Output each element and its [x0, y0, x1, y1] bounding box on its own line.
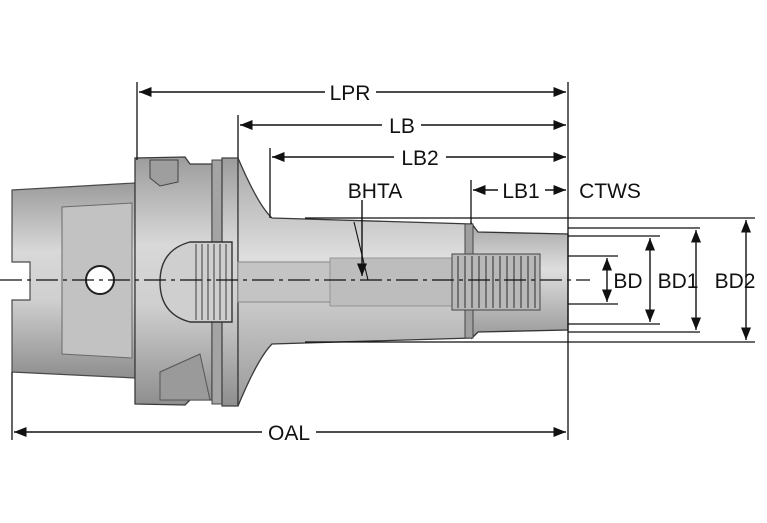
bd-label: BD [613, 270, 642, 293]
lpr-label: LPR [330, 82, 371, 105]
bhta-taper-line [353, 221, 369, 281]
flange-bevel [159, 353, 211, 401]
lb-label: LB [389, 115, 415, 138]
dimension-labels: LPR LB LB2 LB1 BHTA CTWS BD BD1 BD2 OAL [268, 82, 755, 445]
extension-lines [11, 82, 755, 440]
bd1-label: BD1 [658, 270, 699, 293]
ctws-label: CTWS [579, 180, 641, 203]
internal-thread-area [451, 253, 541, 311]
oal-label: OAL [268, 422, 310, 445]
bd2-label: BD2 [715, 270, 756, 293]
stub-threads [195, 244, 227, 320]
bhta-label: BHTA [348, 180, 402, 203]
dimension-lines [14, 86, 752, 438]
tool-body [11, 156, 569, 407]
lb1-label: LB1 [502, 180, 539, 203]
flange-slot [149, 159, 179, 187]
internal-threads [457, 256, 536, 308]
lb2-label: LB2 [401, 147, 438, 170]
